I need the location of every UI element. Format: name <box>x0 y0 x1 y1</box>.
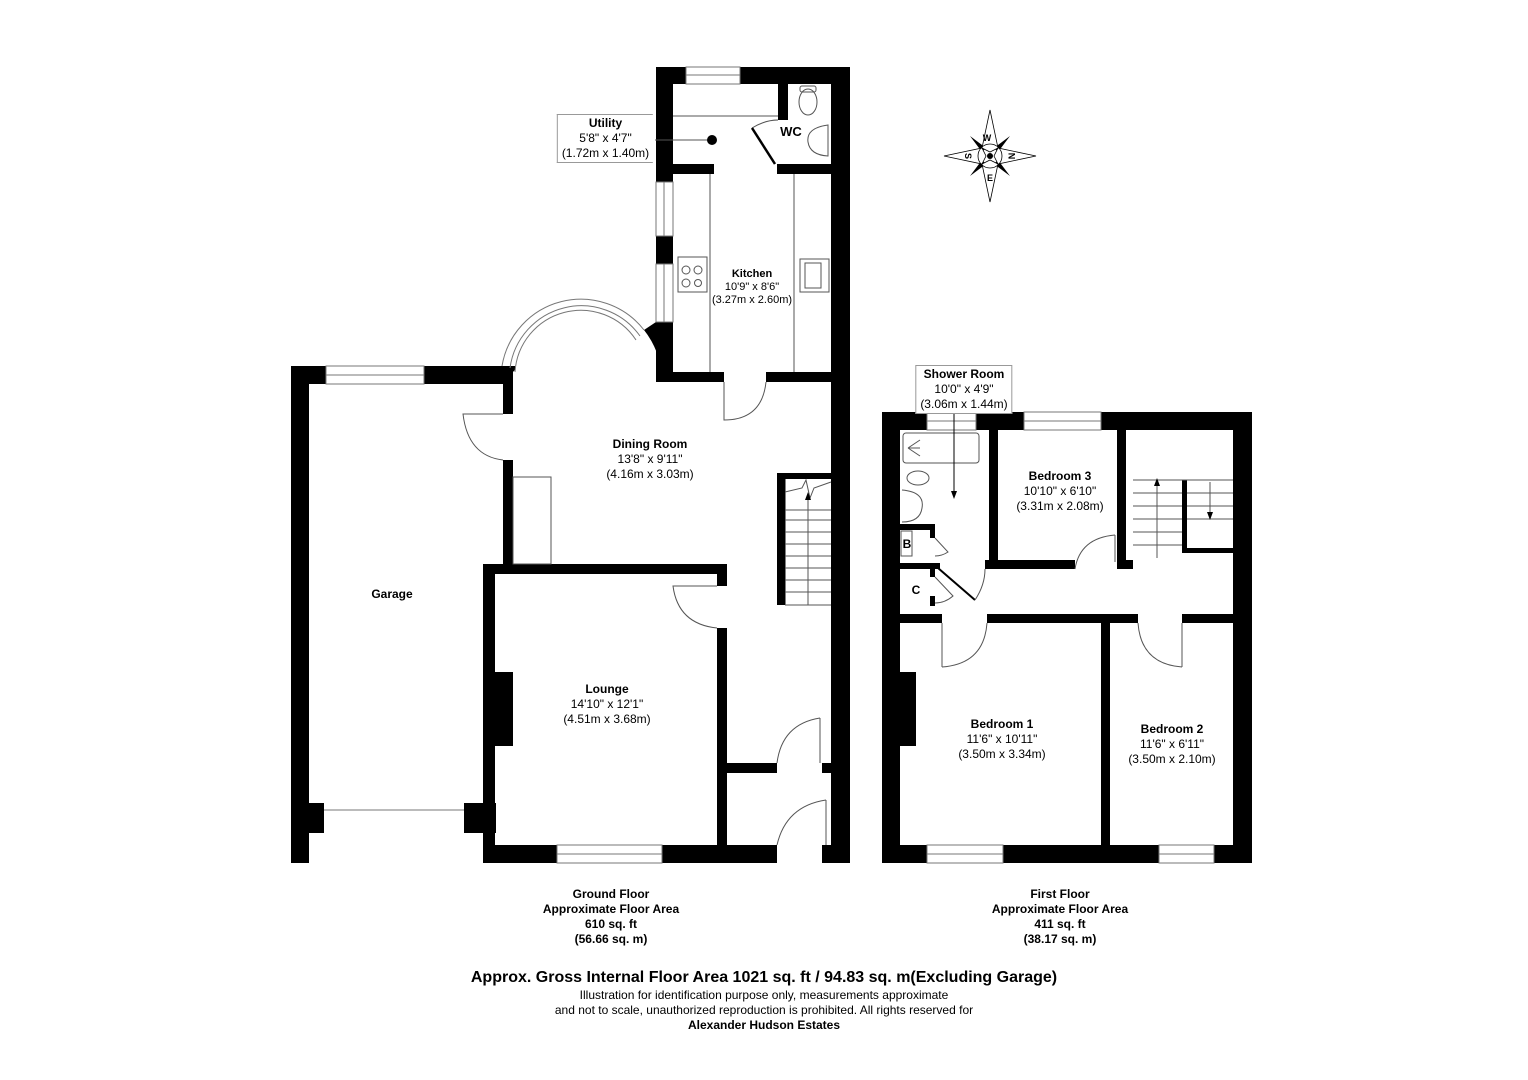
room-dimensions-imperial: 11'6" x 10'11" <box>966 732 1038 746</box>
wall <box>424 366 512 384</box>
wall <box>483 845 557 863</box>
room-label-kitchen: Kitchen 10'9" x 8'6" (3.27m x 2.60m) <box>712 268 792 307</box>
room-dimensions-imperial: 10'10" x 6'10" <box>1023 484 1097 498</box>
room-name: Bedroom 2 <box>1140 722 1204 736</box>
room-label-garage: Garage <box>371 587 412 602</box>
wall <box>777 164 831 174</box>
disclaimer-line-1: Illustration for identification purpose … <box>579 988 949 1002</box>
floor-title: First Floor <box>1030 887 1090 901</box>
floor-area-metric: (56.66 sq. m) <box>574 932 648 946</box>
wall <box>502 366 515 384</box>
footer: Approx. Gross Internal Floor Area 1021 s… <box>471 968 1057 1033</box>
agent-name: Alexander Hudson Estates <box>687 1018 841 1032</box>
room-label-dining-room: Dining Room 13'8" x 9'11" (4.16m x 3.03m… <box>606 437 693 482</box>
room-dimensions-imperial: 10'0" x 4'9" <box>934 382 994 396</box>
room-label-utility: Utility 5'8" x 4'7" (1.72m x 1.40m) <box>556 114 654 163</box>
wall <box>717 628 727 863</box>
room-name: Utility <box>588 116 623 130</box>
floor-title: Ground Floor <box>572 887 650 901</box>
first-floor-fixtures <box>900 405 1233 864</box>
wall <box>483 564 495 863</box>
room-dimensions-imperial: 13'8" x 9'11" <box>617 452 683 466</box>
room-name: Bedroom 3 <box>1028 469 1092 483</box>
wall <box>656 67 686 84</box>
room-label-bedroom-1: Bedroom 1 11'6" x 10'11" (3.50m x 3.34m) <box>958 717 1045 762</box>
room-dimensions-imperial: 5'8" x 4'7" <box>579 131 632 145</box>
disclaimer-line-2: and not to scale, unauthorized reproduct… <box>554 1003 974 1017</box>
room-dimensions-imperial: 10'9" x 8'6" <box>724 281 780 293</box>
wall <box>644 322 673 382</box>
wall <box>656 67 673 182</box>
room-dimensions-metric: (3.50m x 2.10m) <box>1128 752 1216 766</box>
room-label-shower-room: Shower Room 10'0" x 4'9" (3.06m x 1.44m) <box>915 365 1013 414</box>
wall <box>291 803 324 833</box>
wall <box>717 564 727 586</box>
wall <box>778 84 788 120</box>
first-floor-caption: First Floor Approximate Floor Area 411 s… <box>992 887 1128 947</box>
room-name: Kitchen <box>731 268 773 280</box>
room-name: Garage <box>371 587 413 601</box>
room-dimensions-metric: (4.51m x 3.68m) <box>563 712 651 726</box>
compass-label-bottom: E <box>987 173 993 183</box>
ground-floor-plan <box>291 67 850 863</box>
room-dimensions-imperial: 14'10" x 12'1" <box>570 697 644 711</box>
wall <box>503 460 513 568</box>
room-name: WC <box>780 124 802 139</box>
wall <box>727 763 777 773</box>
room-label-lounge: Lounge 14'10" x 12'1" (4.51m x 3.68m) <box>563 682 650 727</box>
floor-area-imperial: 411 sq. ft <box>1034 917 1086 931</box>
room-name: Lounge <box>585 682 629 696</box>
wall <box>503 366 513 414</box>
compass-label-right: N <box>1007 153 1017 160</box>
room-name: Dining Room <box>612 437 688 451</box>
cupboard-name: B <box>902 537 912 551</box>
compass-label-top: W <box>983 133 992 143</box>
compass-rose-icon: W E S N <box>943 109 1037 203</box>
wall <box>740 67 850 84</box>
floor-subtitle: Approximate Floor Area <box>991 902 1129 916</box>
wall <box>766 372 831 382</box>
wall <box>822 763 832 773</box>
wall <box>495 672 513 746</box>
cupboard-name: C <box>911 583 921 597</box>
wall <box>822 845 850 863</box>
room-dimensions-metric: (3.31m x 2.08m) <box>1016 499 1104 513</box>
wall <box>656 236 673 264</box>
cupboard-label-c: C <box>912 583 921 598</box>
floor-area-metric: (38.17 sq. m) <box>1023 932 1097 946</box>
compass-label-left: S <box>963 153 973 159</box>
room-label-bedroom-3: Bedroom 3 10'10" x 6'10" (3.31m x 2.08m) <box>1016 469 1103 514</box>
room-dimensions-metric: (3.50m x 3.34m) <box>958 747 1046 761</box>
wall <box>656 372 724 382</box>
wall <box>291 366 309 863</box>
room-dimensions-metric: (3.06m x 1.44m) <box>920 397 1008 411</box>
room-label-bedroom-2: Bedroom 2 11'6" x 6'11" (3.50m x 2.10m) <box>1128 722 1215 767</box>
room-name: Bedroom 1 <box>970 717 1034 731</box>
room-dimensions-metric: (3.27m x 2.60m) <box>711 294 793 306</box>
wall <box>831 67 850 863</box>
wall <box>483 564 727 574</box>
ground-floor-caption: Ground Floor Approximate Floor Area 610 … <box>543 887 679 947</box>
room-label-wc: WC <box>780 124 802 139</box>
wall <box>777 473 785 605</box>
room-dimensions-imperial: 11'6" x 6'11" <box>1139 737 1205 751</box>
first-floor-plan <box>882 412 1252 863</box>
floor-subtitle: Approximate Floor Area <box>542 902 680 916</box>
wall <box>777 473 831 479</box>
cupboard-label-b: B <box>903 537 912 552</box>
ground-floor-fixtures <box>324 66 832 864</box>
floor-area-imperial: 610 sq. ft <box>584 917 638 931</box>
wall <box>662 845 777 863</box>
wall <box>656 164 714 174</box>
room-name: Shower Room <box>923 367 1005 381</box>
room-dimensions-metric: (1.72m x 1.40m) <box>561 146 650 160</box>
room-dimensions-metric: (4.16m x 3.03m) <box>606 467 694 481</box>
gross-internal-area: Approx. Gross Internal Floor Area 1021 s… <box>470 969 1058 986</box>
